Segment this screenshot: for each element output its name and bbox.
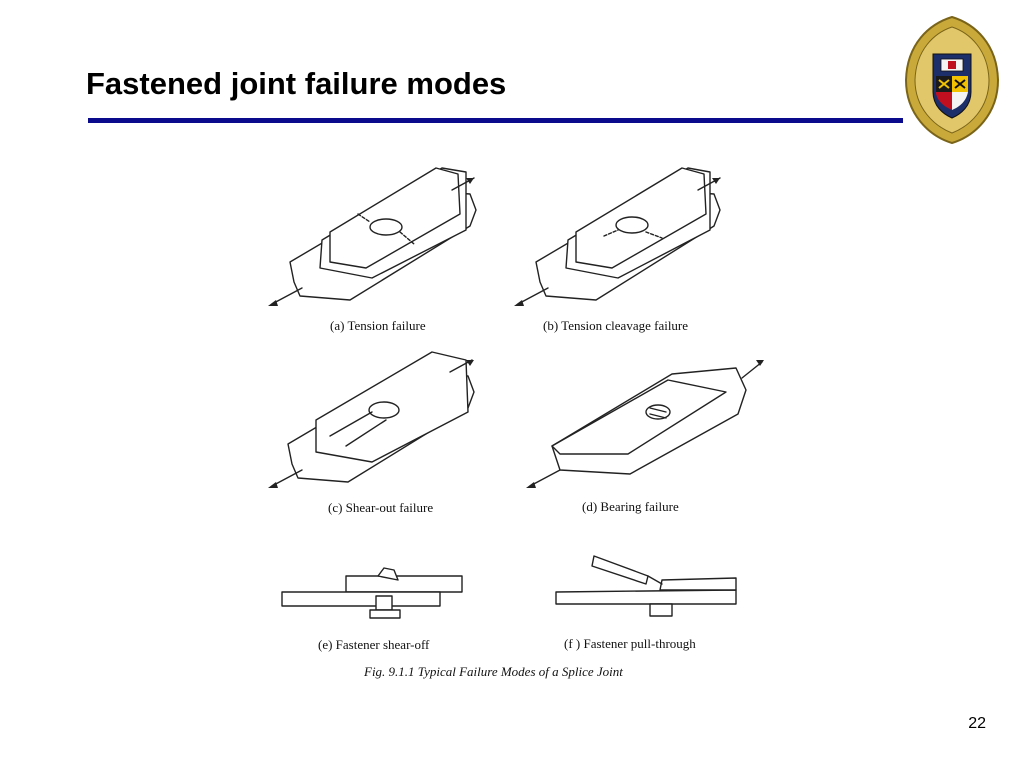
panel-c-label: (c) Shear-out failure: [328, 500, 434, 515]
figure-caption: Fig. 9.1.1 Typical Failure Modes of a Sp…: [364, 664, 623, 679]
panel-f-fastener-pull-through-drawing: [555, 555, 737, 617]
university-seal-icon: [904, 15, 1000, 145]
panel-e-fastener-shear-off-drawing: [281, 567, 463, 619]
title-underline: [88, 118, 903, 123]
panel-d-bearing-drawing: [526, 360, 764, 488]
panel-e-label: (e) Fastener shear-off: [318, 637, 430, 652]
panel-b-label: (b) Tension cleavage failure: [543, 318, 689, 333]
panel-a-tension-failure-drawing: [268, 167, 477, 306]
slide-title: Fastened joint failure modes: [86, 66, 507, 101]
panel-c-shear-out-drawing: [268, 351, 475, 488]
panel-b-tension-cleavage-drawing: [514, 167, 721, 306]
panel-f-label: (f ) Fastener pull-through: [564, 636, 696, 651]
panel-a-label: (a) Tension failure: [330, 318, 426, 333]
panel-d-label: (d) Bearing failure: [582, 499, 679, 514]
page-number: 22: [968, 715, 986, 732]
